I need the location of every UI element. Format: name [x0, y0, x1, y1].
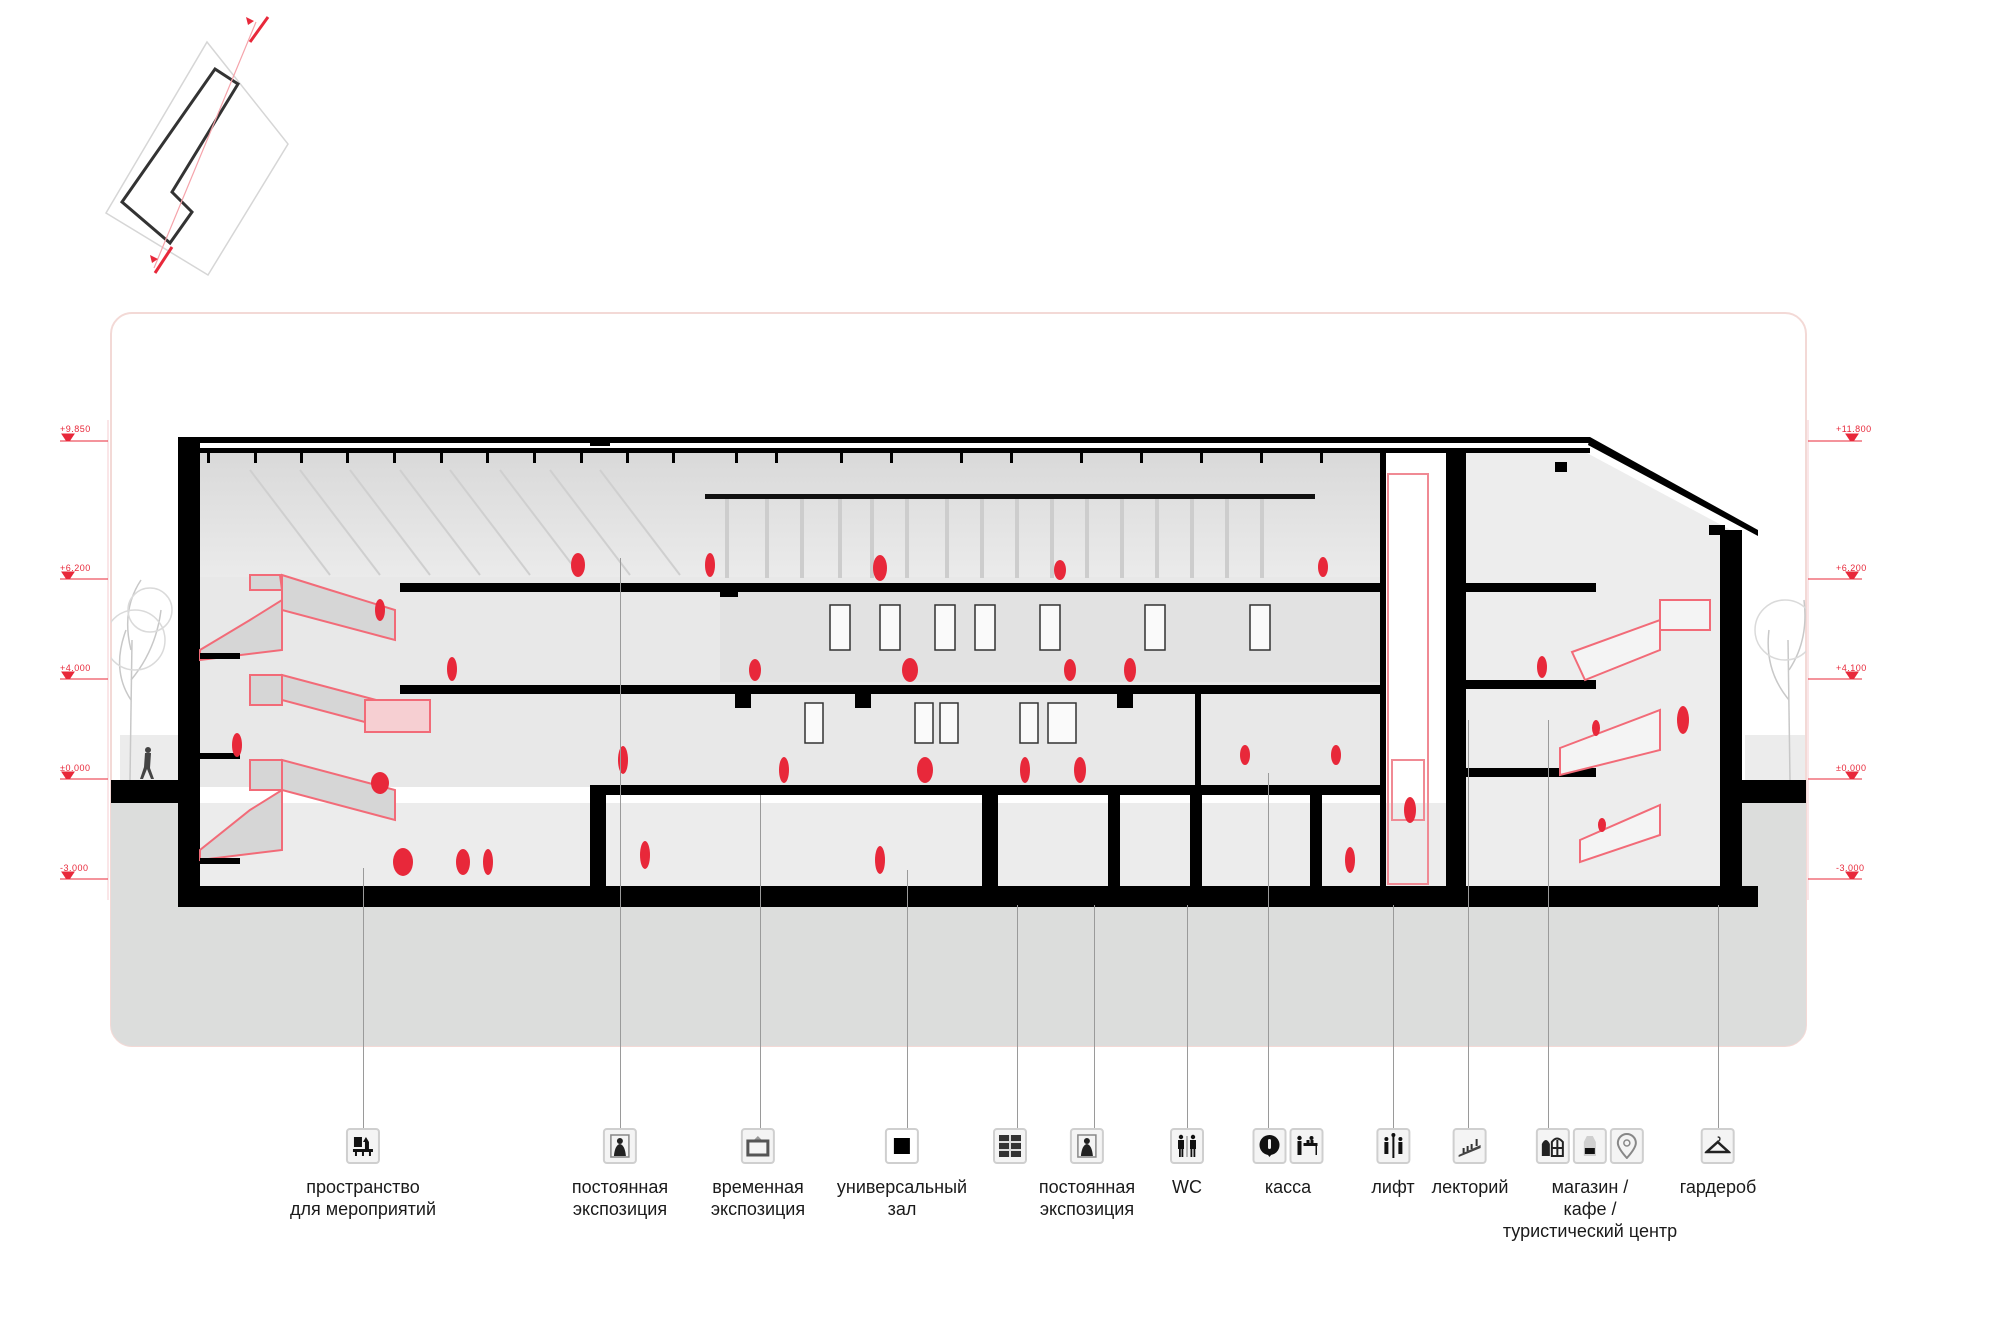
legend-item-events-space: пространство для мероприятий [290, 1128, 436, 1220]
windows-level-1 [804, 702, 1077, 744]
leader-line [760, 795, 761, 1130]
legend-label: гардероб [1679, 1177, 1757, 1197]
gallery-columns [725, 498, 1264, 578]
section-cut-arrow-bottom [153, 246, 174, 274]
level-triangle-icon [61, 871, 75, 879]
legend-item-temporary-exhibition: временная экспозиция [711, 1128, 805, 1220]
restroom-icon [1170, 1128, 1204, 1164]
legend-item-lecture-hall: лекторий [1431, 1128, 1509, 1198]
leader-line [1548, 720, 1549, 1130]
level-triangle-icon [1845, 433, 1859, 441]
level-triangle-icon [61, 671, 75, 679]
level-label: +9.850 [60, 424, 91, 434]
level-triangle-icon [61, 571, 75, 579]
elevator-icon [1376, 1128, 1410, 1164]
legend-label: лекторий [1431, 1177, 1509, 1197]
key-plan [104, 16, 289, 277]
frame-exhibit-icon [741, 1128, 775, 1164]
legend-label: постоянная экспозиция [1038, 1177, 1136, 1219]
legend-item-universal-hall: универсальный зал [837, 1128, 967, 1220]
level-label: +6.200 [1836, 563, 1867, 573]
people-silhouettes [232, 553, 1689, 876]
legend-item-permanent-exhibition-2: постоянная экспозиция [1039, 1128, 1135, 1220]
events-space-icon [345, 1128, 380, 1164]
legend-item-ticket-office: касса [1252, 1128, 1324, 1198]
legend-label: постоянная экспозиция [571, 1177, 669, 1219]
level-triangle-icon [1845, 671, 1859, 679]
icon-exhibit-icon [602, 1128, 637, 1164]
pedestrian-silhouette [140, 747, 154, 779]
icon-exhibit-icon [1069, 1128, 1104, 1164]
level-label: +6.200 [60, 563, 91, 573]
level-label: +4.100 [1836, 663, 1867, 673]
section-arrow-head-bottom [150, 255, 158, 263]
grid-storage-icon [993, 1128, 1027, 1164]
fence-right [1745, 735, 1805, 780]
level-triangle-icon [1845, 571, 1859, 579]
leader-line [1187, 905, 1188, 1130]
ground-line-left [111, 780, 181, 803]
legend-label: лифт [1371, 1177, 1415, 1197]
legend-item-wc: WC [1170, 1128, 1204, 1198]
level-triangle-icon [1845, 771, 1859, 779]
leader-line [907, 870, 908, 1130]
stair-ramps-right [1559, 599, 1711, 864]
leader-line [363, 868, 364, 1130]
legend-item-elevator: лифт [1371, 1128, 1415, 1198]
site-boundary [104, 40, 289, 277]
lecture-hall-icon [1452, 1128, 1487, 1164]
level-label: ±0.000 [1836, 763, 1867, 773]
leader-line [1268, 773, 1269, 1130]
section-cut-arrow-top [248, 16, 270, 43]
leader-line [1094, 905, 1095, 1130]
section-cut-line [153, 21, 257, 269]
coat-hanger-icon [1701, 1128, 1735, 1164]
legend-label: универсальный зал [836, 1177, 968, 1219]
stair-landings-left [200, 653, 240, 864]
legend-label: временная экспозиция [710, 1177, 806, 1219]
legend-item-shop-cafe-tourist-center: магазин / кафе / туристический центр [1503, 1128, 1677, 1242]
cafe-icon [1572, 1128, 1607, 1164]
tree-right [1754, 599, 1806, 781]
level-label: -3.000 [60, 863, 89, 873]
level-label: -3.000 [1836, 863, 1865, 873]
building-outline [119, 66, 241, 246]
location-pin-icon [1609, 1128, 1644, 1164]
level-label: ±0.000 [60, 763, 91, 773]
section-arrow-head-top [246, 17, 254, 25]
level-label: +4.000 [60, 663, 91, 673]
roof-trusses [249, 469, 681, 576]
level-triangle-icon [61, 771, 75, 779]
leader-line [1468, 720, 1469, 1130]
leader-line [1393, 905, 1394, 1130]
windows-level-2 [829, 604, 1271, 651]
suspended-beam [705, 494, 1315, 499]
level-triangle-icon [61, 433, 75, 441]
ceiling-zone [200, 452, 1383, 577]
legend-item-cloakroom: гардероб [1679, 1128, 1757, 1198]
legend-label: пространство для мероприятий [289, 1177, 437, 1219]
ticket-info-icon [1252, 1128, 1287, 1164]
level-symbols-left [60, 433, 108, 880]
shop-icon [1535, 1128, 1570, 1164]
leader-line [620, 558, 621, 1130]
legend-item-storage [993, 1128, 1027, 1176]
legend-label: магазин / кафе / туристический центр [1502, 1177, 1678, 1241]
structure [178, 437, 1758, 907]
legend-label: WC [1172, 1177, 1202, 1197]
square-hall-icon [884, 1128, 919, 1164]
leader-line [1017, 905, 1018, 1130]
level-symbols-right [1808, 433, 1862, 880]
ticket-desk-icon [1289, 1128, 1324, 1164]
legend-item-permanent-exhibition: постоянная экспозиция [572, 1128, 668, 1220]
tree-left [111, 579, 173, 781]
level-label: +11.800 [1836, 424, 1872, 434]
stair-ramps-left [199, 573, 431, 862]
leader-line [1718, 905, 1719, 1130]
level-triangle-icon [1845, 871, 1859, 879]
ground-line-right [1740, 780, 1806, 803]
legend-label: касса [1264, 1177, 1312, 1197]
